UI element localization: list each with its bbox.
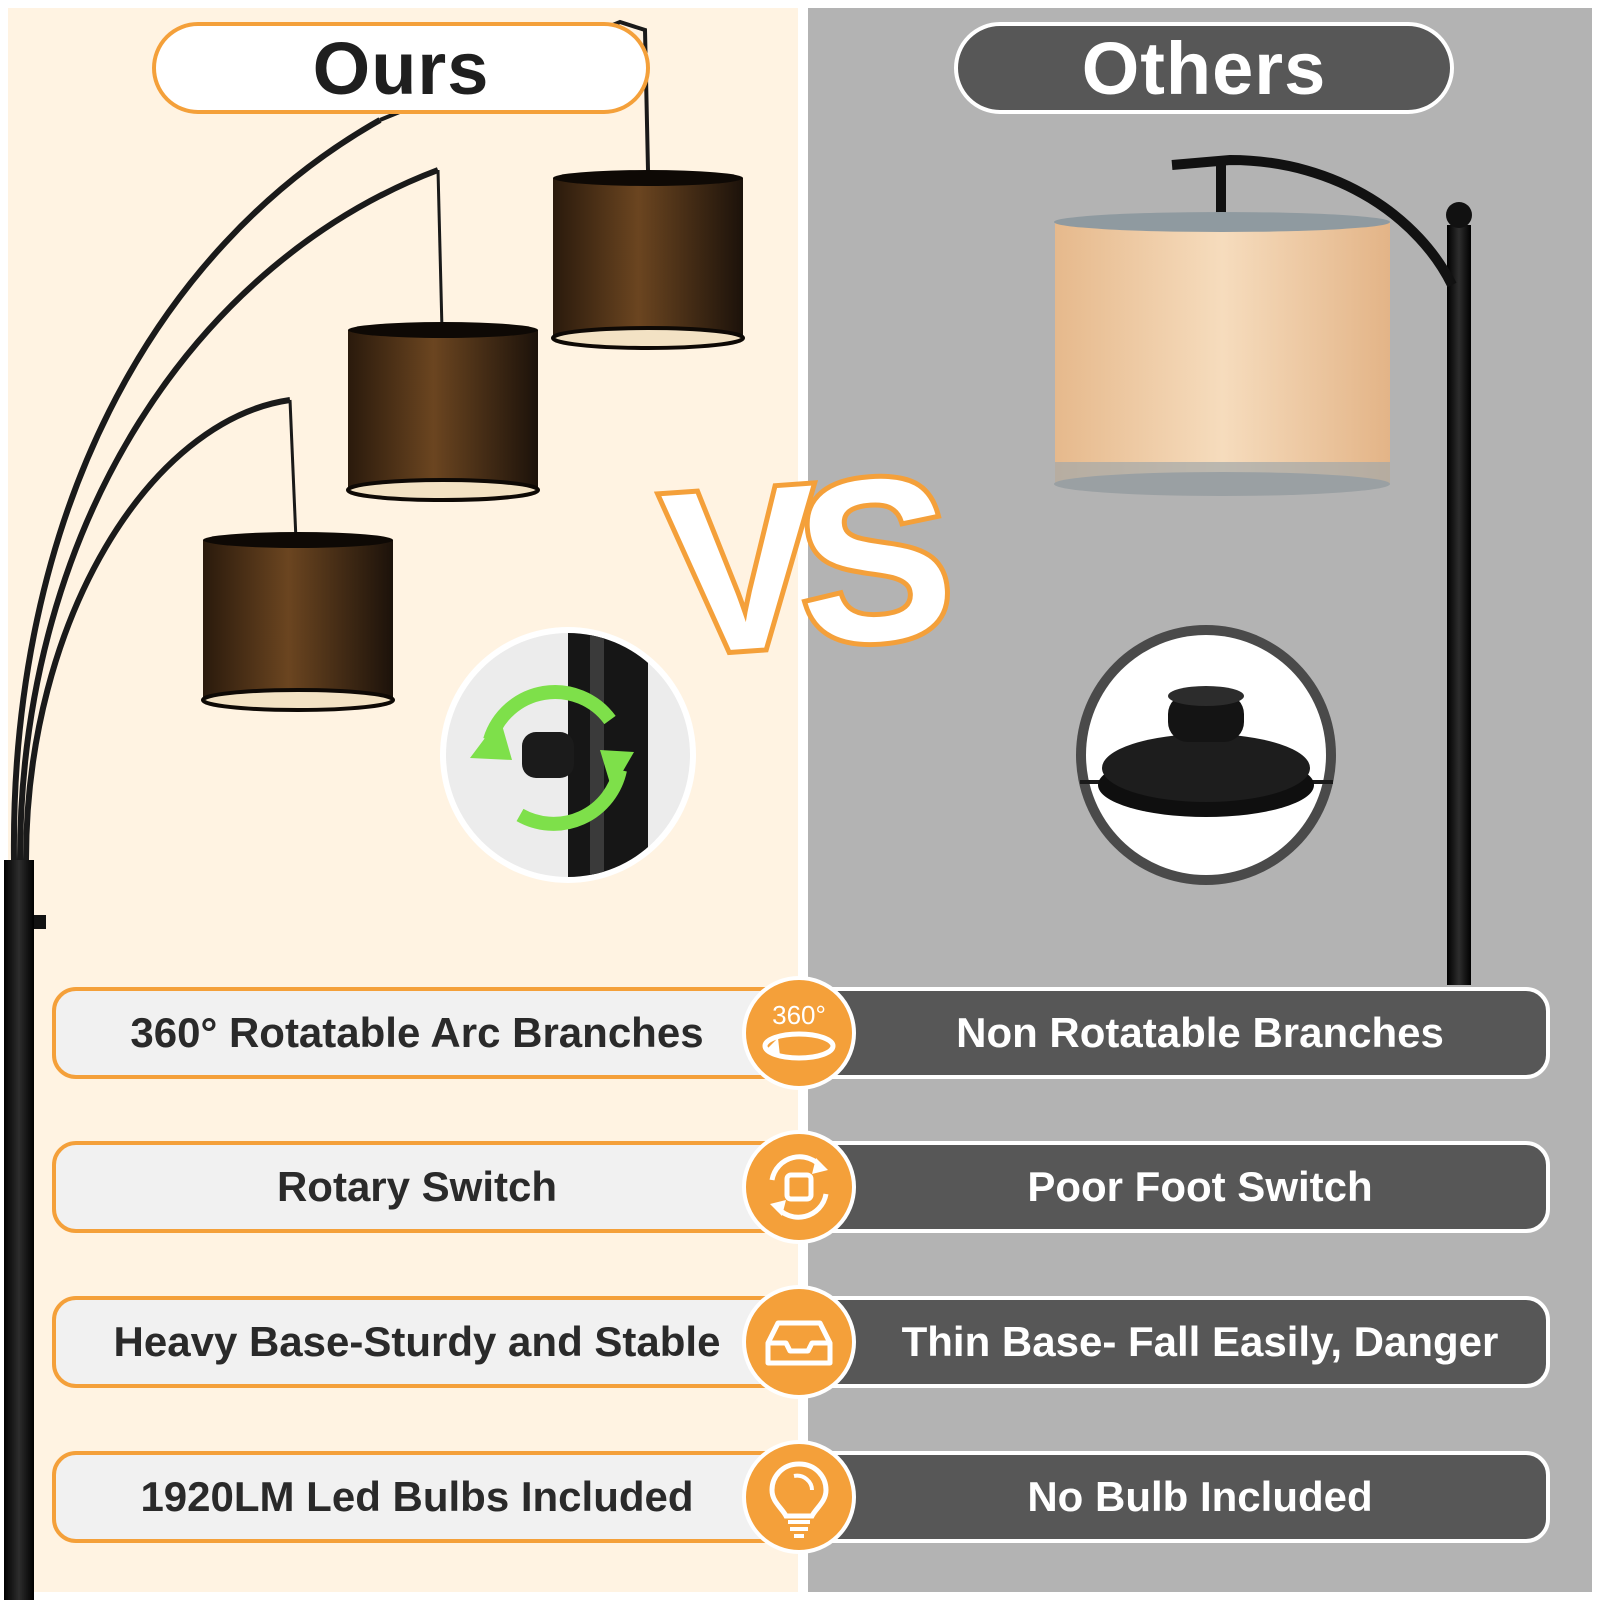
arc-branch-2 [17,167,440,861]
rotate-360-text: 360° [772,1000,826,1030]
light-bulb-icon [769,1461,829,1538]
ours-feature-label: Rotary Switch [276,1163,558,1210]
rotary-switch-icon [769,1154,829,1220]
bulb-badge [742,1440,856,1554]
lamp-shade-1 [551,170,745,350]
others-header: Others [954,22,1454,114]
others-feature-base: Thin Base- Fall Easily, Danger [790,1296,1550,1388]
others-feature-label: Thin Base- Fall Easily, Danger [901,1318,1499,1365]
others-feature-switch: Poor Foot Switch [790,1141,1550,1233]
others-lamp [1054,154,1472,985]
rotary-switch-badge [742,1130,856,1244]
rotary-knob-detail [440,627,696,883]
others-lamp-pole [1447,225,1471,985]
ours-feature-label: 360° Rotatable Arc Branches [130,1009,704,1056]
arc-branch-1 [10,117,382,861]
others-feature-rotation: Non Rotatable Branches [790,987,1550,1079]
others-feature-label: Non Rotatable Branches [956,1009,1444,1056]
ours-feature-base: Heavy Base-Sturdy and Stable [52,1296,822,1388]
ours-feature-label: 1920LM Led Bulbs Included [140,1473,694,1520]
lamp-shade-2 [346,322,540,502]
ours-feature-rotation: 360° Rotatable Arc Branches [52,987,822,1079]
ours-feature-bulb: 1920LM Led Bulbs Included [52,1451,822,1543]
base-tray-icon [765,1320,833,1366]
base-badge [742,1285,856,1399]
ours-lamp-pole [4,860,34,1600]
ours-header-label: Ours [312,26,490,110]
rotate-360-icon: 360° [762,1000,836,1061]
rotate-360-badge: 360° [742,976,856,1090]
arc-branch-3 [23,397,291,861]
ours-feature-label: Heavy Base-Sturdy and Stable [113,1318,721,1365]
others-feature-bulb: No Bulb Included [790,1451,1550,1543]
others-feature-label: Poor Foot Switch [1027,1163,1373,1210]
vs-emblem: VS [656,427,952,703]
foot-switch-detail [1076,625,1336,885]
linen-lamp-shade [1054,212,1390,496]
others-header-label: Others [1081,26,1327,110]
lamp-shade-3 [201,532,395,712]
ours-header: Ours [152,22,650,114]
ours-feature-switch: Rotary Switch [52,1141,822,1233]
others-feature-label: No Bulb Included [1027,1473,1373,1520]
